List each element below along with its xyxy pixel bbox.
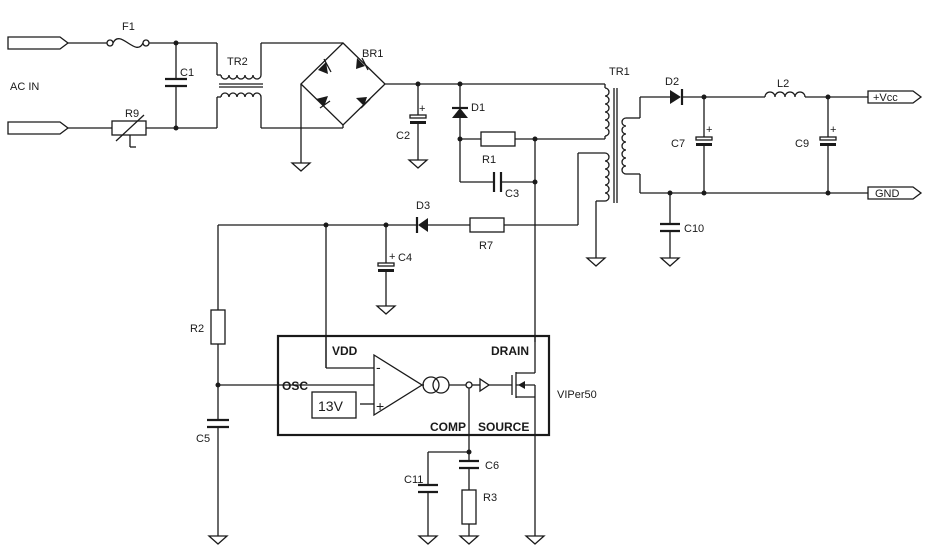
capacitor-c6 xyxy=(459,452,479,490)
c4-plus: + xyxy=(389,251,395,263)
c10-label: C10 xyxy=(684,223,704,235)
resistor-r2 xyxy=(210,225,278,420)
diode-d2 xyxy=(670,89,765,105)
capacitor-c4 xyxy=(375,225,397,315)
source-pin-label: SOURCE xyxy=(478,420,529,434)
br1-label: BR1 xyxy=(362,48,383,60)
r9-label: R9 xyxy=(125,108,139,120)
d2-label: D2 xyxy=(665,76,679,88)
r7-label: R7 xyxy=(479,240,493,252)
capacitor-c5 xyxy=(207,418,229,545)
r2-label: R2 xyxy=(190,323,204,335)
c2-label: C2 xyxy=(396,130,410,142)
source-ground xyxy=(524,435,546,545)
tr1-label: TR1 xyxy=(609,66,630,78)
diode-d3 xyxy=(218,217,428,233)
c4-label: C4 xyxy=(398,252,412,264)
c3-label: C3 xyxy=(505,188,519,200)
resistor-r7 xyxy=(428,217,578,233)
capacitor-c2 xyxy=(407,81,429,169)
fuse-f1 xyxy=(106,38,217,48)
opamp-minus: - xyxy=(376,359,381,375)
vcc-label: +Vcc xyxy=(873,92,898,104)
c2-plus: + xyxy=(419,103,425,115)
r3-label: R3 xyxy=(483,492,497,504)
reference-voltage-label: 13V xyxy=(318,398,344,414)
capacitor-c3 xyxy=(460,172,538,192)
c7-label: C7 xyxy=(671,138,685,150)
capacitor-c10 xyxy=(659,190,681,267)
vdd-pin-label: VDD xyxy=(332,344,358,358)
bridge-rectifier-br1 xyxy=(300,42,460,160)
r1-label: R1 xyxy=(482,154,496,166)
ac-in-connector-bottom xyxy=(7,121,112,135)
inductor-l2 xyxy=(764,91,868,98)
resistor-r3 xyxy=(458,489,480,545)
f1-label: F1 xyxy=(122,21,135,33)
diode-d1 xyxy=(452,81,468,182)
transformer-tr2 xyxy=(216,42,343,129)
comp-network xyxy=(417,449,472,545)
gnd-label: GND xyxy=(875,188,900,200)
c6-label: C6 xyxy=(485,460,499,472)
capacitor-c7 xyxy=(695,94,713,196)
capacitor-c9 xyxy=(819,94,837,196)
ac-in-connector-top xyxy=(7,36,107,50)
osc-pin-label: OSC xyxy=(282,379,308,393)
ground-symbol xyxy=(290,160,312,172)
resistor-r1 xyxy=(460,131,605,147)
transformer-tr1 xyxy=(577,84,868,267)
ac-in-label: AC IN xyxy=(10,81,39,93)
d1-label: D1 xyxy=(471,102,485,114)
c9-plus: + xyxy=(830,124,836,136)
vcc-output-connector xyxy=(867,90,923,104)
capacitor-c1 xyxy=(165,40,187,131)
drain-pin-label: DRAIN xyxy=(491,344,529,358)
ic-name-label: VIPer50 xyxy=(557,389,597,401)
c7-plus: + xyxy=(706,124,712,136)
c1-label: C1 xyxy=(180,67,194,79)
thermistor-r9 xyxy=(111,114,217,148)
gnd-output-connector xyxy=(867,186,923,200)
c11-label: C11 xyxy=(404,474,423,486)
d3-label: D3 xyxy=(416,200,430,212)
tr2-label: TR2 xyxy=(227,56,248,68)
c9-label: C9 xyxy=(795,138,809,150)
viper50-ic xyxy=(276,334,551,452)
comp-pin-label: COMP xyxy=(430,420,466,434)
l2-label: L2 xyxy=(777,78,789,90)
c5-label: C5 xyxy=(196,433,210,445)
opamp-plus: + xyxy=(376,398,384,414)
